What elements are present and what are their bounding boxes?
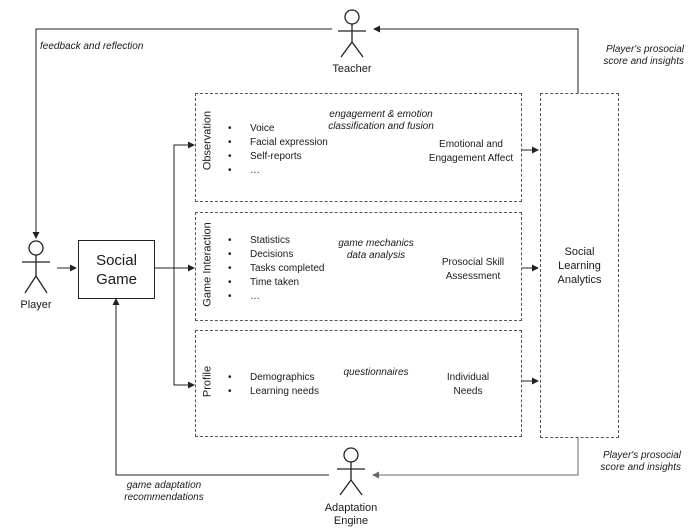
observation-panel: Observation Voice Facial expression Self… [195,93,522,202]
game-interaction-items: Statistics Decisions Tasks completed Tim… [228,234,324,304]
observation-method-line2: classification and fusion [328,121,434,132]
game-interaction-item: Time taken [228,276,324,290]
game-interaction-item: Decisions [228,248,324,262]
game-interaction-output-label: Prosocial Skill Assessment [428,256,518,284]
feedback-connector [32,28,332,239]
profile-items: Demographics Learning needs [228,371,319,399]
adaptation-recommendations-line2: recommendations [124,492,204,503]
prosocial-top-label-line1: Player's prosocial [605,44,684,55]
game-interaction-output-line2: Assessment [445,271,501,282]
analytics-line2: Learning [558,259,601,272]
game-interaction-method-line1: game mechanics [338,238,414,249]
observation-output-line2: Engagement Affect [428,153,514,164]
analytics-to-teacher-connector [373,25,579,93]
social-learning-analytics-box: Social Learning Analytics [540,93,619,438]
observation-item: … [228,164,328,178]
social-game-box: Social Game [78,240,155,299]
teacher-label: Teacher [332,63,372,75]
social-game-line2: Game [96,270,137,288]
game-interaction-method-label: game mechanics data analysis [326,238,426,262]
profile-item: Learning needs [228,385,319,399]
profile-output-line2: Needs [453,386,483,397]
adaptation-recommendations-label: game adaptation recommendations [116,480,212,504]
profile-method-label: questionnaires [343,367,409,378]
profile-title: Profile [201,365,214,398]
observation-output-line1: Emotional and [439,139,503,150]
game-interaction-item: Statistics [228,234,324,248]
prosocial-bottom-label-line1: Player's prosocial [602,450,681,461]
observation-items: Voice Facial expression Self-reports … [228,122,328,178]
fork-to-profile-connector [173,268,195,389]
game-interaction-method-line2: data analysis [346,250,406,261]
analytics-to-engine-connector [372,436,579,479]
observation-method-line1: engagement & emotion [329,109,433,120]
game-interaction-item: … [228,290,324,304]
profile-output-line1: Individual [446,372,490,383]
engine-to-game-connector [112,298,329,476]
player-actor-icon [22,240,50,294]
player-label: Player [20,299,52,311]
prosocial-top-label: Player's prosocial score and insights [585,44,684,68]
social-game-line1: Social [96,251,137,269]
analytics-line1: Social [564,245,595,258]
observation-item: Self-reports [228,150,328,164]
profile-item: Demographics [228,371,319,385]
adaptation-engine-label-line2: Engine [333,515,369,527]
game-interaction-item: Tasks completed [228,262,324,276]
analytics-line3: Analytics [557,273,602,286]
adaptation-engine-actor-icon [337,447,365,496]
prosocial-bottom-label-line2: score and insights [600,462,681,473]
teacher-actor-icon [338,9,366,58]
adaptation-engine-label-line1: Adaptation [324,502,378,514]
game-interaction-output-line1: Prosocial Skill [441,257,505,268]
game-interaction-panel: Game Interaction Statistics Decisions Ta… [195,212,522,321]
feedback-label: feedback and reflection [40,41,144,52]
observation-method-label: engagement & emotion classification and … [316,109,446,133]
fork-to-observation-connector [173,141,195,268]
game-interaction-title: Game Interaction [201,222,214,307]
observation-title: Observation [201,110,214,171]
prosocial-top-label-line2: score and insights [603,56,684,67]
profile-output-label: Individual Needs [428,371,508,399]
observation-item: Facial expression [228,136,328,150]
prosocial-bottom-label: Player's prosocial score and insights [582,450,681,474]
adaptation-engine-label: Adaptation Engine [311,502,391,528]
observation-item: Voice [228,122,328,136]
adaptation-recommendations-line1: game adaptation [126,480,202,491]
profile-panel: Profile Demographics Learning needs ques… [195,330,522,437]
observation-output-label: Emotional and Engagement Affect [421,138,521,166]
